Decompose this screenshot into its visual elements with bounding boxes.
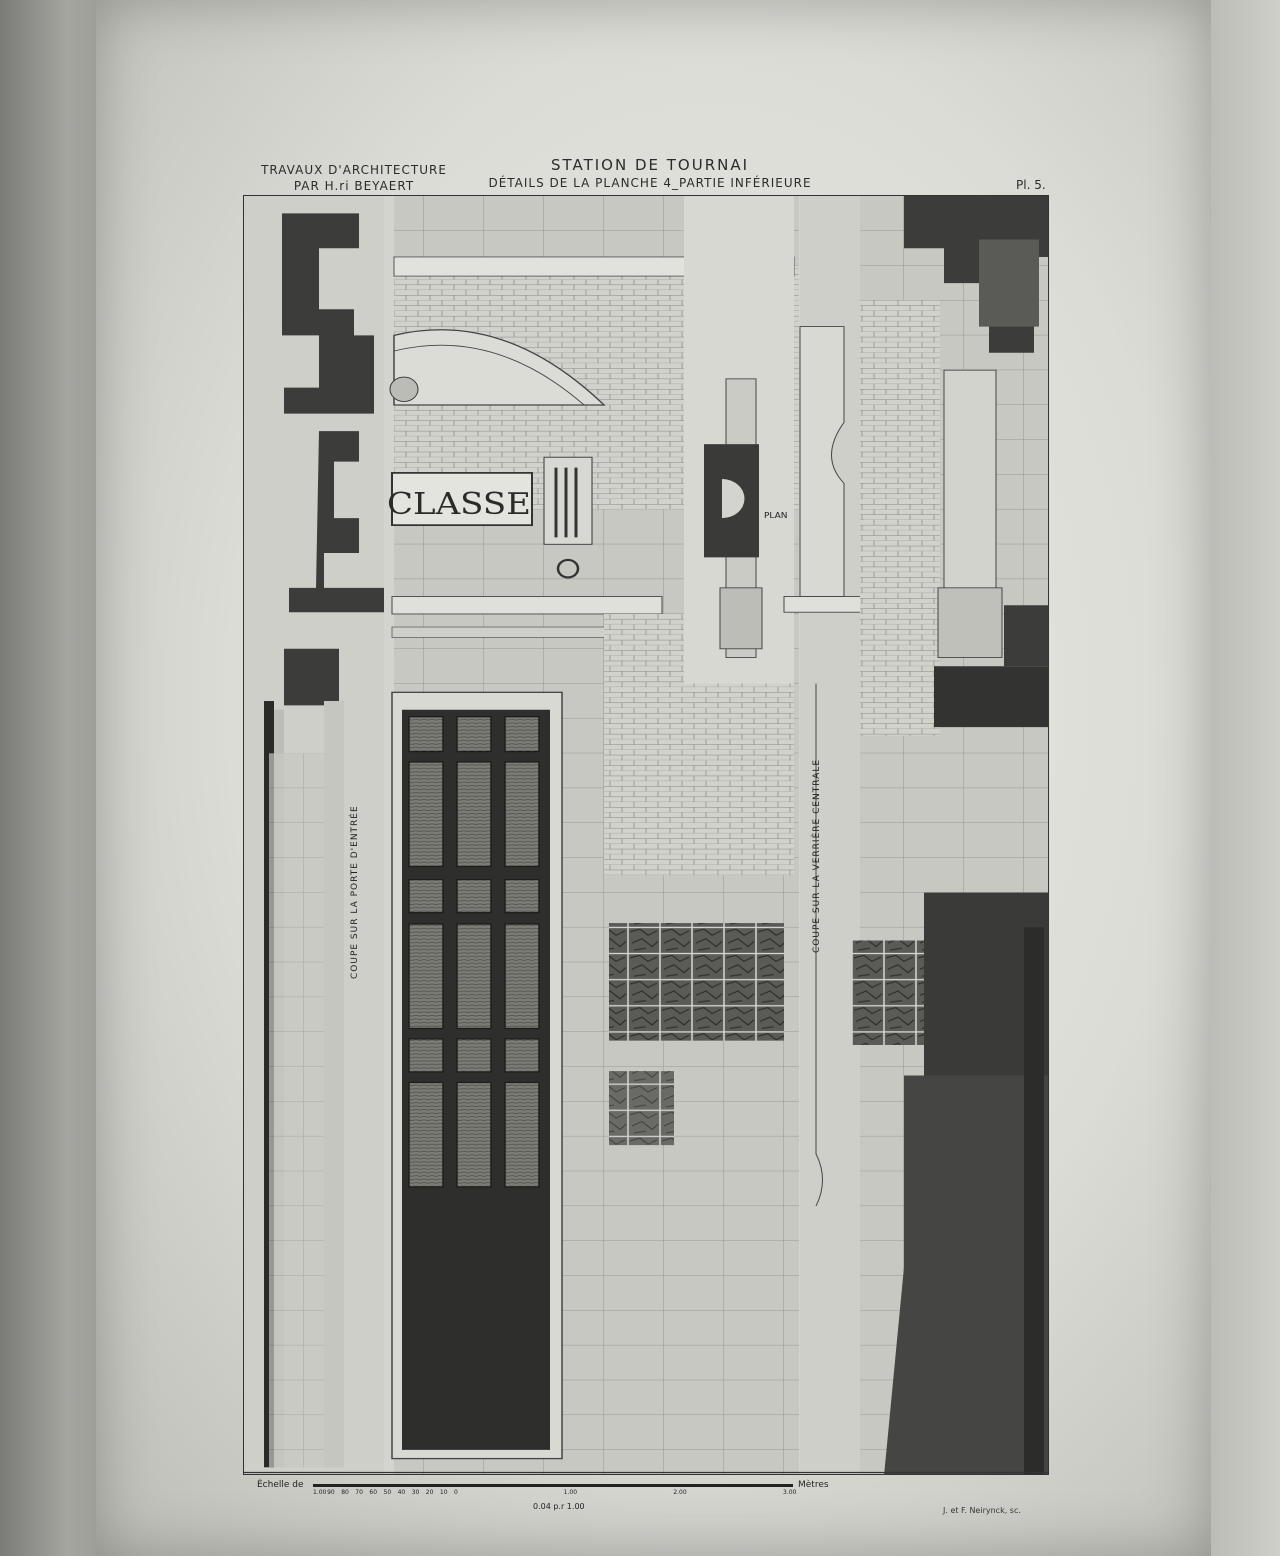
scale-unit: Mètres bbox=[798, 1480, 829, 1490]
architectural-drawing: CLASSE bbox=[243, 195, 1049, 1475]
scale-tick-label: 50 bbox=[383, 1489, 392, 1496]
header-title-block: STATION DE TOURNAI DÉTAILS DE LA PLANCHE… bbox=[470, 156, 830, 190]
scale-label: Échelle de bbox=[257, 1480, 304, 1490]
scale-tick-label: 20 bbox=[425, 1489, 434, 1496]
scale-tick-label: 1.00 bbox=[313, 1489, 327, 1496]
scale-tick-label: 60 bbox=[369, 1489, 378, 1496]
scale-tick-label: 70 bbox=[355, 1489, 363, 1496]
engraver-credit: J. et F. Neirynck, sc. bbox=[943, 1506, 1021, 1515]
scale-tick-label: 0 bbox=[454, 1489, 458, 1496]
section-label-central: COUPE SUR LA VERRIÈRE CENTRALE bbox=[812, 758, 822, 953]
scale-tick-label: 40 bbox=[397, 1489, 406, 1496]
header-publication-line2: PAR H.ri BEYAERT bbox=[293, 179, 415, 193]
plan-label: PLAN bbox=[764, 511, 787, 520]
photo-background-left bbox=[0, 0, 110, 1556]
page-title: STATION DE TOURNAI bbox=[550, 156, 750, 174]
scale-tick-label: 3.00 bbox=[783, 1489, 797, 1496]
scale-tick-label: 1.00 bbox=[563, 1489, 578, 1496]
header-publication-line1: TRAVAUX D'ARCHITECTURE bbox=[261, 163, 447, 177]
scale-bar bbox=[313, 1484, 793, 1487]
left-section-profile bbox=[244, 196, 384, 1474]
plate-number: Pl. 5. bbox=[1016, 178, 1046, 192]
section-label-entrance: COUPE SUR LA PORTE D'ENTRÉE bbox=[350, 804, 360, 979]
main-elevation: CLASSE bbox=[387, 196, 799, 1474]
drawing-svg: CLASSE bbox=[244, 196, 1048, 1474]
sign-classe: CLASSE bbox=[387, 486, 531, 521]
scale-ratio: 0.04 p.r 1.00 bbox=[533, 1502, 585, 1511]
scale-tick-label: 30 bbox=[411, 1489, 420, 1496]
scale-tick-label: 10 bbox=[439, 1489, 448, 1496]
scale-tick-label: 80 bbox=[341, 1489, 349, 1496]
page-subtitle: DÉTAILS DE LA PLANCHE 4_PARTIE INFÉRIEUR… bbox=[488, 176, 812, 190]
scale-tick-label: 90 bbox=[327, 1489, 335, 1496]
central-pier bbox=[783, 196, 865, 1474]
right-elevation bbox=[852, 196, 1048, 1474]
header-publication: TRAVAUX D'ARCHITECTURE PAR H.ri BEYAERT bbox=[254, 162, 454, 194]
scale-tick-label: 2.00 bbox=[673, 1489, 687, 1496]
